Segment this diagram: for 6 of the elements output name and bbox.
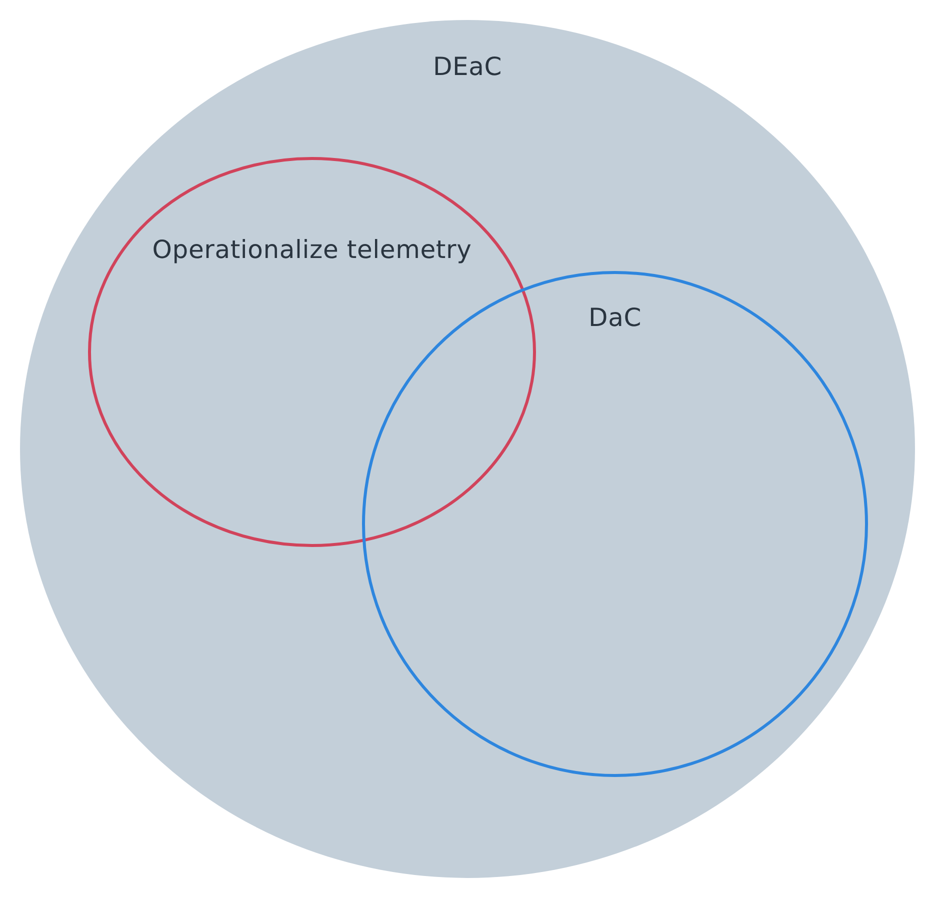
set-ellipse (88, 157, 536, 547)
set-circle (20, 20, 915, 878)
set-label: Operationalize telemetry (151, 235, 473, 264)
set-label: DaC (588, 303, 642, 332)
set-circle (362, 271, 868, 777)
set-label: DEaC (432, 52, 504, 81)
